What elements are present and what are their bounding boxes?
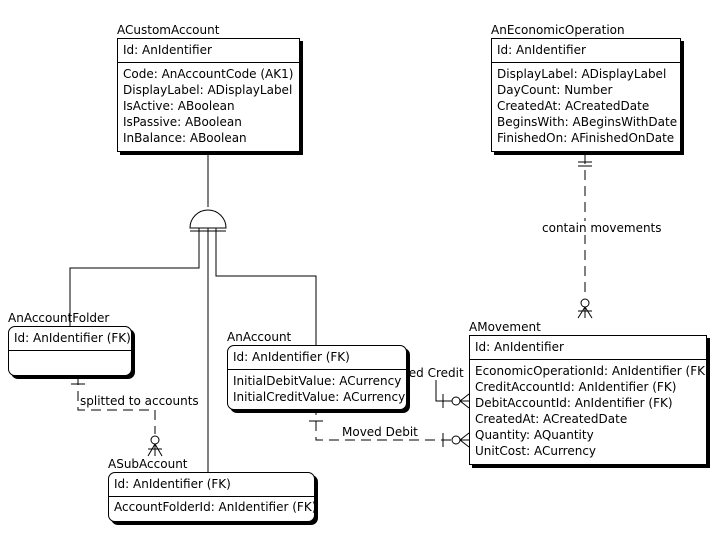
attribute: CreatedAt: ACreatedDate [475, 412, 628, 426]
pk-attribute: Id: AnIdentifier (FK) [9, 327, 131, 351]
rel-label-moved-debit: Moved Debit [341, 425, 419, 439]
pk-attribute: Id: AnIdentifier [118, 39, 299, 63]
attribute: EconomicOperationId: AnIdentifier (FK) [475, 364, 710, 378]
rel-moved-debit-line [315, 405, 452, 441]
rel-debit-zero-mark [451, 435, 461, 445]
rel-label-contain-movements: contain movements [541, 221, 663, 235]
pk-attribute: Id: AnIdentifier [492, 39, 680, 63]
attribute: IsPassive: ABoolean [123, 115, 242, 129]
rel-debit-crow-bottom [459, 439, 470, 448]
pk-attribute: Id: AnIdentifier [470, 336, 706, 360]
entity-custom-account[interactable]: Id: AnIdentifier Code: AnAccountCode (AK… [117, 38, 300, 152]
rel-debit-crow-top [459, 432, 470, 441]
rel-splitted-crow-left [147, 443, 156, 457]
attribute: DayCount: Number [497, 83, 613, 97]
entity-title-economic-operation: AnEconomicOperation [491, 23, 625, 37]
rel-splitted-zero-mark [150, 435, 160, 445]
attribute: CreditAccountId: AnIdentifier (FK) [475, 380, 677, 394]
entity-title-sub-account: ASubAccount [108, 457, 188, 471]
rel-credit-crow-bottom [459, 400, 470, 409]
entity-movement[interactable]: Id: AnIdentifier EconomicOperationId: An… [469, 335, 710, 465]
attribute: InitialDebitValue: ACurrency [233, 374, 402, 388]
rel-splitted-line [77, 375, 156, 434]
pk-attribute: Id: AnIdentifier (FK) [228, 346, 406, 370]
attribute: Quantity: AQuantity [475, 428, 594, 442]
entity-title-account: AnAccount [227, 330, 292, 344]
attribute: InBalance: ABoolean [123, 131, 247, 145]
entity-title-custom-account: ACustomAccount [117, 23, 220, 37]
entity-title-movement: AMovement [469, 320, 541, 334]
attribute: IsActive: ABoolean [123, 99, 235, 113]
attribute: UnitCost: ACurrency [475, 444, 597, 458]
entity-sub-account[interactable]: Id: AnIdentifier (FK) AccountFolderId: A… [108, 472, 317, 522]
attribute: InitialCreditValue: ACurrency [233, 390, 406, 404]
rel-contain-crow-left [577, 306, 586, 319]
attribute: BeginsWith: ABeginsWithDate [497, 115, 678, 129]
attribute: AccountFolderId: AnIdentifier (FK) [114, 500, 317, 514]
rel-contain-zero-mark [580, 298, 590, 308]
attribute: CreatedAt: ACreatedDate [497, 99, 650, 113]
attribute: DebitAccountId: AnIdentifier (FK) [475, 396, 673, 410]
subtype-discriminator [189, 209, 227, 229]
rel-splitted-crow-right [154, 443, 163, 457]
attribute: Code: AnAccountCode (AK1) [123, 67, 294, 81]
rel-credit-zero-mark [451, 396, 461, 406]
attribute: FinishedOn: AFinishedOnDate [497, 131, 675, 145]
entity-account[interactable]: Id: AnIdentifier (FK) InitialDebitValue:… [227, 345, 407, 410]
rel-credit-crow-top [459, 393, 470, 402]
rel-label-splitted-to-accounts: splitted to accounts [79, 394, 200, 408]
rel-contain-crow-right [584, 306, 593, 319]
rel-label-moved-credit: Moved Credit [402, 366, 468, 380]
pk-attribute: Id: AnIdentifier (FK) [109, 473, 314, 497]
entity-title-account-folder: AnAccountFolder [8, 311, 110, 325]
attribute: DisplayLabel: ADisplayLabel [123, 83, 293, 97]
subtype-line-account [215, 228, 317, 346]
entity-economic-operation[interactable]: Id: AnIdentifier DisplayLabel: ADisplayL… [491, 38, 681, 152]
subtype-line-folder [69, 228, 200, 326]
entity-account-folder[interactable]: Id: AnIdentifier (FK) [8, 326, 132, 376]
attribute: DisplayLabel: ADisplayLabel [497, 67, 667, 81]
